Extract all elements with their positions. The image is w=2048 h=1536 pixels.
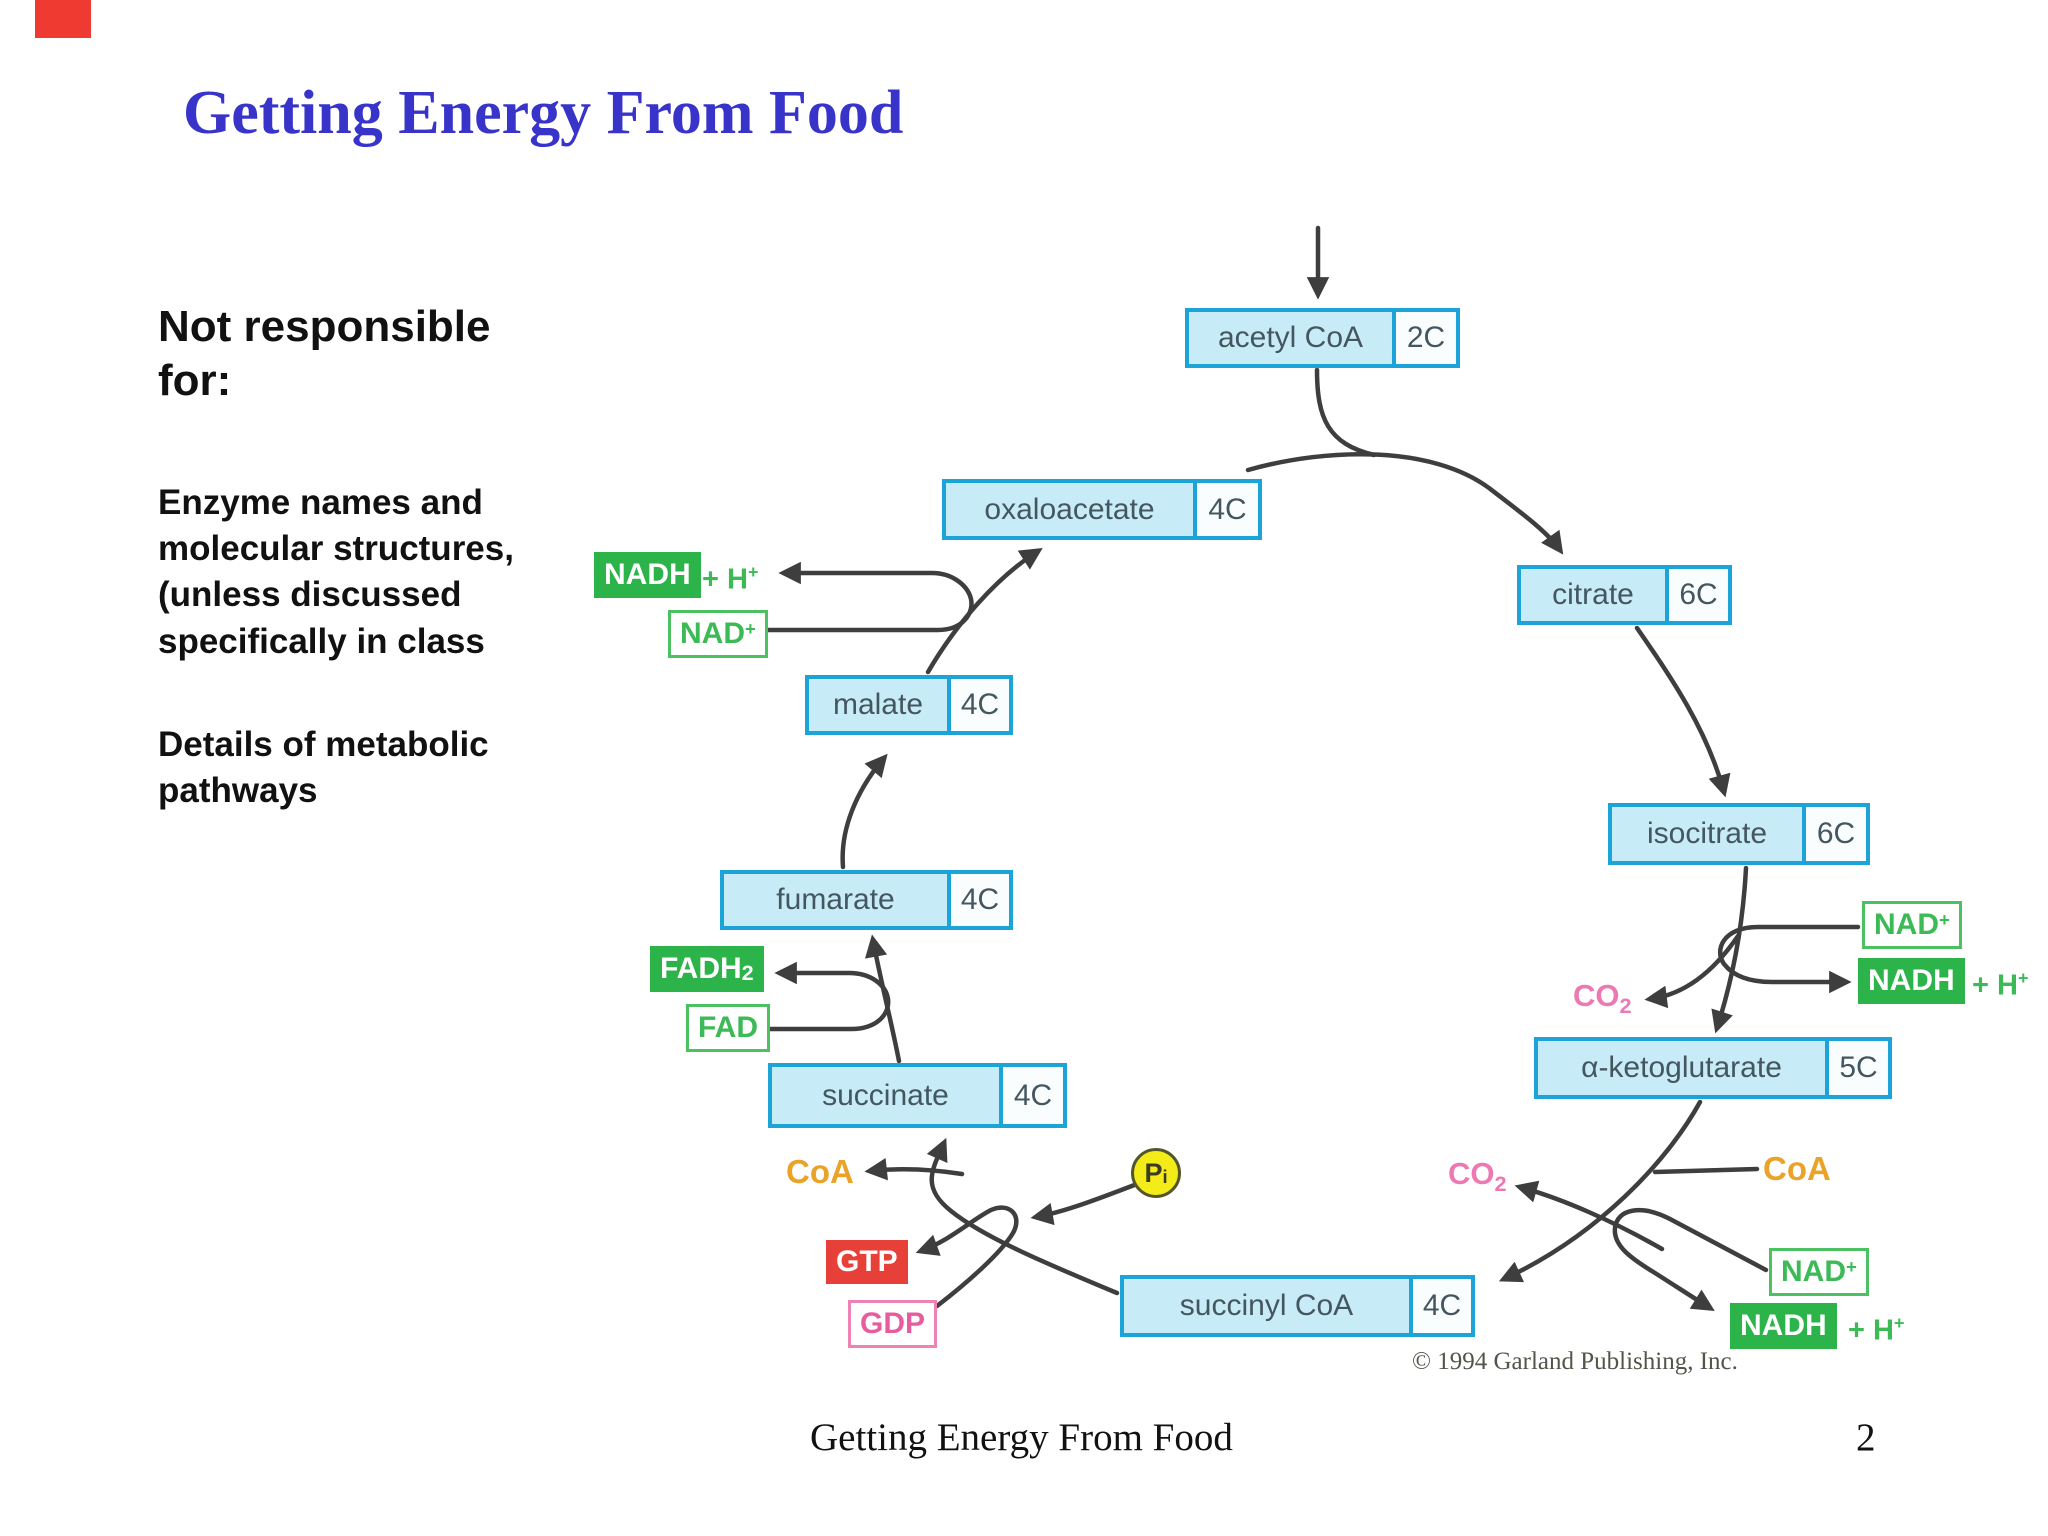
co2-label-right: CO2 — [1573, 978, 1632, 1019]
corner-red-mark — [35, 0, 91, 38]
coa-label-right: CoA — [1763, 1150, 1831, 1187]
page-number: 2 — [1856, 1416, 1876, 1459]
line-fad-to-fadh2 — [767, 961, 891, 1032]
coa-label-left: CoA — [786, 1153, 854, 1190]
nadh-badge-upper-left: NADH — [594, 552, 701, 598]
nad-badge-upper-left: NAD+ — [668, 610, 768, 658]
plus-h-label-upper-left: + H+ — [702, 562, 759, 596]
metabolite-label: fumarate — [724, 874, 951, 926]
line-coa-branch-right — [1652, 1166, 1760, 1175]
slide-title: Getting Energy From Food — [183, 79, 904, 147]
metabolite-label: succinyl CoA — [1124, 1279, 1413, 1333]
carbon-count: 4C — [1013, 1078, 1053, 1112]
line-gdp-to-gtp — [915, 1205, 1019, 1309]
arrow-pi-into-cycle — [1030, 1181, 1140, 1226]
metabolite-box-malate: malate 4C — [805, 675, 1013, 735]
fad-badge: FAD — [686, 1004, 770, 1052]
plus-h-label-bottom-right: + H+ — [1848, 1313, 1905, 1347]
arrow-isocitrate-to-alpha-ketoglutarate — [1711, 865, 1749, 1034]
carbon-count: 6C — [1679, 578, 1718, 611]
metabolite-box-succinyl-coa: succinyl CoA 4C — [1120, 1275, 1475, 1337]
metabolite-label: acetyl CoA — [1189, 312, 1396, 364]
metabolite-box-isocitrate: isocitrate 6C — [1608, 803, 1870, 865]
footer-title: Getting Energy From Food — [810, 1416, 1233, 1459]
metabolite-label: α-ketoglutarate — [1538, 1041, 1829, 1095]
nadh-badge-right: NADH — [1858, 958, 1965, 1004]
arrow-malate-to-oxaloacetate — [925, 547, 1043, 675]
arrow-co2-branch-right — [1644, 933, 1741, 1009]
metabolite-box-acetyl-coa: acetyl CoA 2C — [1185, 308, 1460, 368]
metabolite-label: malate — [809, 679, 951, 731]
notes-paragraph-2: Details of metabolic pathways — [158, 725, 489, 811]
gdp-badge: GDP — [848, 1300, 938, 1348]
line-nad-to-nadh-right — [1717, 924, 1861, 994]
carbon-count: 4C — [1208, 492, 1247, 526]
metabolite-box-fumarate: fumarate 4C — [720, 870, 1013, 930]
arrow-succinate-to-fumarate — [864, 934, 902, 1064]
metabolite-box-oxaloacetate: oxaloacetate 4C — [942, 479, 1262, 540]
metabolite-label: citrate — [1521, 569, 1669, 621]
notes-heading: Not responsible for: — [158, 302, 491, 405]
line-acetyl-coa-stem — [1314, 367, 1377, 458]
carbon-count: 2C — [1406, 321, 1446, 354]
nadh-badge-bottom-right: NADH — [1730, 1303, 1837, 1349]
line-nad-to-nadh-bottom-right — [1612, 1208, 1769, 1311]
metabolite-box-alpha-ketoglutarate: α-ketoglutarate 5C — [1534, 1037, 1892, 1099]
carbon-count: 5C — [1839, 1051, 1878, 1084]
carbon-count: 6C — [1816, 817, 1856, 850]
arrow-succinyl-coa-to-succinate — [926, 1137, 1120, 1296]
plus-h-label-right: + H+ — [1972, 968, 2029, 1002]
arrow-akg-to-succinyl-coa — [1498, 1099, 1703, 1283]
metabolite-box-citrate: citrate 6C — [1517, 565, 1732, 625]
line-nad-to-nadh-left — [765, 561, 974, 633]
notes-paragraph-1: Enzyme names and molecular structures, (… — [158, 483, 514, 661]
metabolite-label: succinate — [772, 1067, 1003, 1124]
nad-badge-right: NAD+ — [1862, 901, 1962, 949]
arrow-coa-branch-left — [864, 1158, 965, 1181]
metabolite-box-succinate: succinate 4C — [768, 1063, 1067, 1128]
carbon-count: 4C — [960, 688, 1000, 721]
arrow-fumarate-to-malate — [840, 753, 888, 870]
gtp-badge: GTP — [826, 1240, 908, 1284]
metabolite-label: isocitrate — [1612, 807, 1806, 861]
carbon-count: 4C — [960, 883, 1000, 916]
credit-line: © 1994 Garland Publishing, Inc. — [1412, 1348, 1738, 1375]
co2-label-bottom: CO2 — [1448, 1156, 1507, 1197]
arrow-oxaloacetate-to-citrate — [1245, 451, 1564, 555]
carbon-count: 4C — [1422, 1289, 1462, 1322]
arrow-citrate-to-isocitrate — [1634, 625, 1731, 798]
arrow-co2-branch-bottom — [1514, 1180, 1665, 1252]
metabolite-label: oxaloacetate — [946, 483, 1197, 536]
nad-badge-bottom-right: NAD+ — [1769, 1248, 1869, 1296]
